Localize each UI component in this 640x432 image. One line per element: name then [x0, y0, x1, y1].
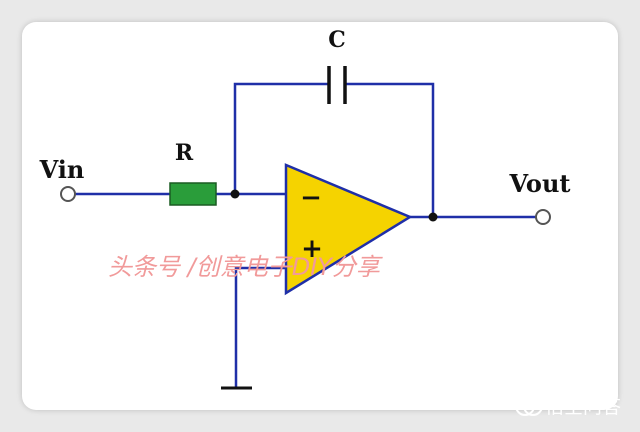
corner-watermark-text: 悟空问答 — [545, 396, 621, 418]
capacitor-label: C — [328, 27, 346, 53]
noninverting-sign: + — [301, 234, 323, 264]
wukong-logo-icon — [515, 396, 543, 416]
output-terminal — [535, 209, 551, 225]
junction-dot — [230, 189, 240, 199]
wires — [74, 82, 537, 387]
watermark-text: 头条号 /创意电子DIY分享 — [108, 253, 383, 281]
junction-dot — [428, 212, 438, 222]
vout-label: Vout — [509, 169, 571, 198]
input-terminal — [60, 186, 76, 202]
corner-watermark: 悟空问答 — [515, 396, 621, 418]
inverting-sign: − — [300, 183, 322, 213]
feedback-right-wire — [346, 82, 435, 217]
resistor-symbol — [169, 182, 217, 206]
feedback-left-wire — [233, 82, 328, 194]
vin-label: Vin — [39, 155, 85, 184]
ground-wire — [234, 266, 286, 387]
capacitor-symbol — [327, 66, 347, 104]
opamp-symbol — [284, 163, 413, 296]
resistor-label: R — [175, 140, 194, 166]
